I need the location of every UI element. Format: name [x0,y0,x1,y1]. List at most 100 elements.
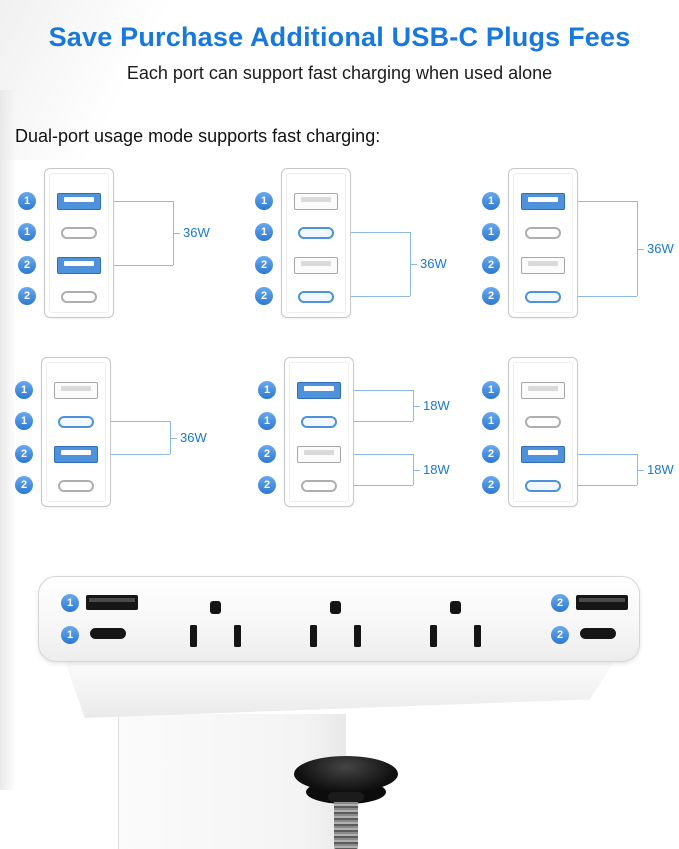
usb-a-tongue [301,197,331,202]
connector-line [351,232,410,233]
usb-c-port [61,227,97,239]
port-number-badge: 1 [61,626,79,644]
port-number-badge: 2 [18,287,36,305]
usb-a-port [297,446,341,463]
port-number-badge: 1 [15,412,33,430]
power-strip-face: 1 1 2 2 [38,576,640,662]
usb-c-port [301,416,337,428]
port-number-badge: 1 [61,594,79,612]
port-number-badge: 1 [482,223,500,241]
usb-a-port [86,595,138,610]
wall-plate [281,168,351,318]
connector-line [637,470,644,471]
port-number-badge: 1 [482,412,500,430]
connector-line [578,201,637,202]
port-number-badge: 2 [258,476,276,494]
usb-c-port [298,227,334,239]
usb-c-port [525,416,561,428]
usb-a-port [521,193,565,210]
usage-panel-1: 1 1 2 2 36W [18,168,223,320]
usb-a-port [294,193,338,210]
port-number-badge: 2 [482,445,500,463]
connector-line [114,265,173,266]
outlet-slot [474,625,481,647]
connector-line [637,201,638,296]
usb-a-tongue [304,386,334,391]
port-number-badge: 1 [255,192,273,210]
usb-c-port [90,628,126,639]
connector-line [413,390,414,421]
usb-a-port [521,257,565,274]
port-number-badge: 2 [255,256,273,274]
section-label: Dual-port usage mode supports fast charg… [15,126,381,146]
usb-a-tongue [64,197,94,202]
port-number-badge: 1 [482,381,500,399]
port-number-badge: 1 [258,381,276,399]
usb-a-tongue [304,450,334,455]
connector-line [354,454,413,455]
port-number-badge: 2 [15,445,33,463]
wattage-label: 18W [423,462,450,477]
usb-c-port [301,480,337,492]
connector-line [111,454,170,455]
connector-line [578,296,637,297]
usb-a-port [576,595,628,610]
usb-a-tongue [579,598,625,602]
port-number-badge: 2 [255,287,273,305]
connector-line [410,264,417,265]
connector-line [637,454,638,485]
wattage-label: 36W [647,241,674,256]
usb-c-port [298,291,334,303]
connector-line [114,201,173,202]
usb-a-port [54,382,98,399]
connector-line [170,438,177,439]
clamp-knob [294,756,398,792]
connector-line [637,249,644,250]
usb-c-port [525,480,561,492]
ac-outlet [424,601,488,653]
background-decoration [0,90,16,790]
wattage-label: 36W [180,430,207,445]
page-title: Save Purchase Additional USB-C Plugs Fee… [48,22,631,52]
usb-c-port [61,291,97,303]
port-number-badge: 1 [482,192,500,210]
connector-line [354,421,413,422]
port-number-badge: 1 [18,192,36,210]
usb-c-port [525,227,561,239]
connector-line [354,390,413,391]
wattage-label: 36W [183,225,210,240]
outlet-slot [310,625,317,647]
connector-line [173,233,180,234]
usb-c-port [580,628,616,639]
usb-a-tongue [64,261,94,266]
ground-hole [210,601,221,614]
clamp-screw-collar [328,792,364,802]
usb-a-tongue [528,197,558,202]
connector-line [111,421,170,422]
connector-line [413,454,414,485]
connector-line [578,454,637,455]
port-number-badge: 1 [258,412,276,430]
wattage-label: 18W [647,462,674,477]
outlet-slot [234,625,241,647]
port-number-badge: 1 [18,223,36,241]
outlet-slot [190,625,197,647]
usb-a-port [57,193,101,210]
connector-line [354,485,413,486]
outlet-slot [354,625,361,647]
page-subtitle: Each port can support fast charging when… [126,63,553,83]
wattage-label: 36W [420,256,447,271]
wall-plate [41,357,111,507]
connector-line [578,485,637,486]
usb-a-port [521,446,565,463]
port-number-badge: 2 [15,476,33,494]
usb-a-tongue [61,386,91,391]
port-number-badge: 2 [18,256,36,274]
ground-hole [450,601,461,614]
usb-a-tongue [528,450,558,455]
